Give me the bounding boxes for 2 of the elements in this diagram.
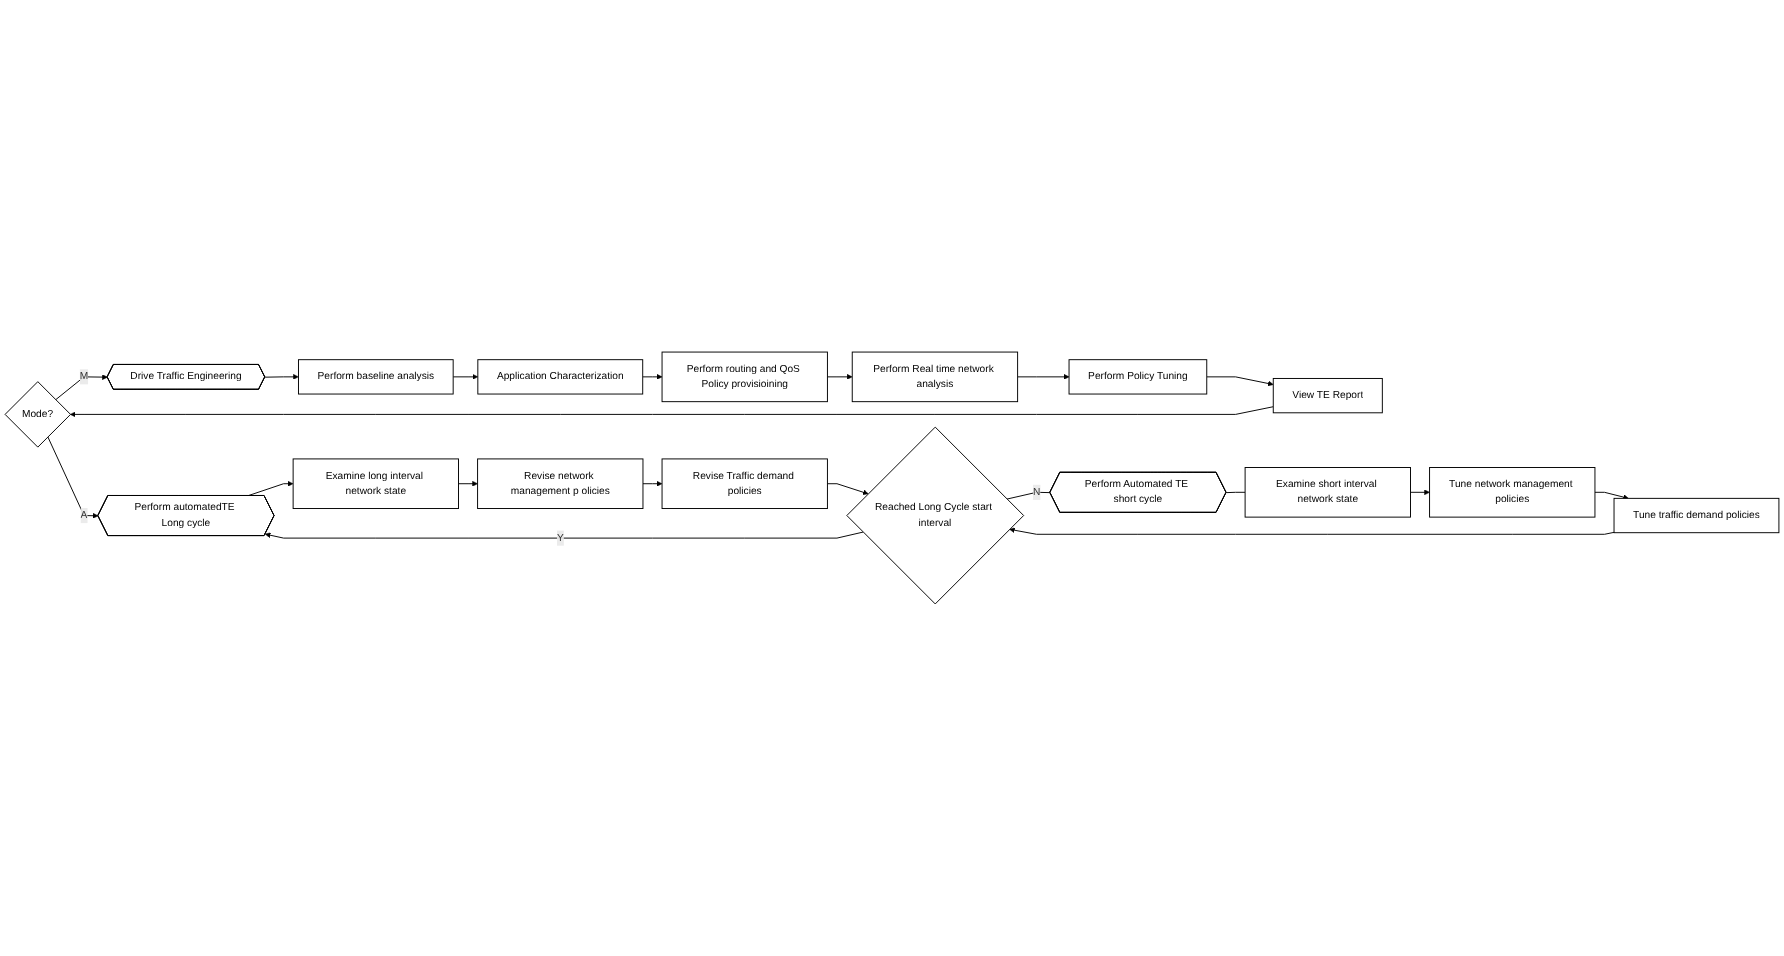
connector <box>1006 491 1051 500</box>
connector <box>1225 491 1246 494</box>
